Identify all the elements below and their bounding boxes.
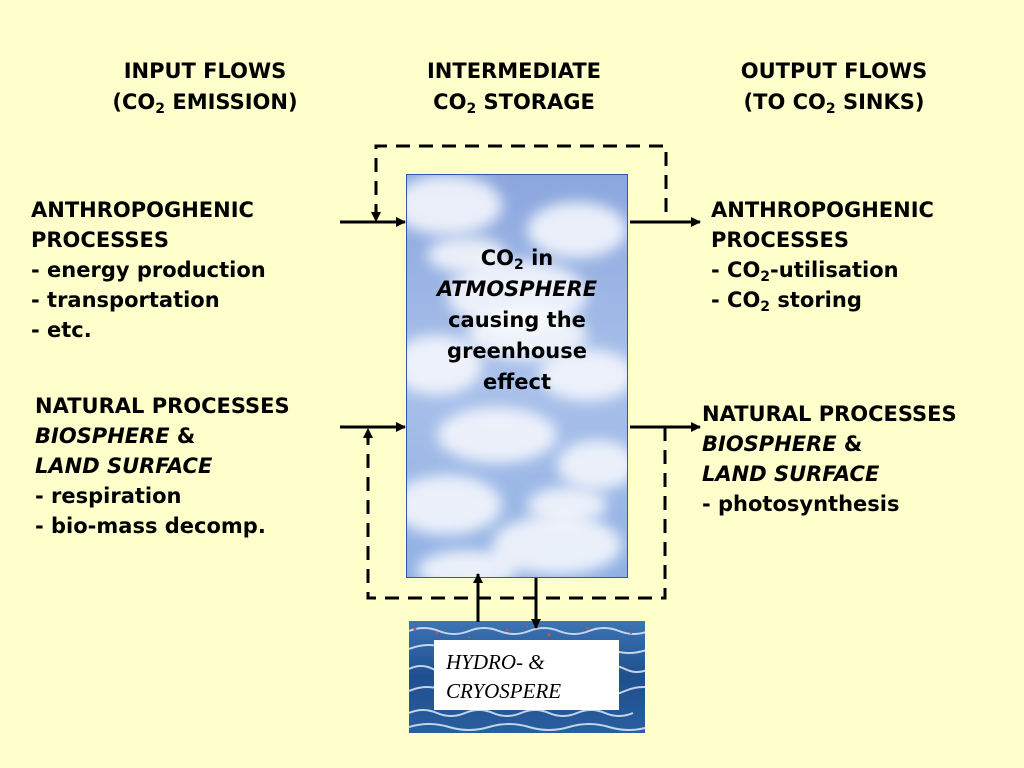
- atmosphere-box: CO2 in ATMOSPHERE causing the greenhouse…: [406, 174, 628, 578]
- input-natural-title: NATURAL PROCESSES: [35, 394, 290, 418]
- atmosphere-co2-line: CO2 in: [480, 246, 554, 273]
- output-natural-land-surface: LAND SURFACE: [702, 462, 880, 486]
- atmosphere-line3: causing the: [448, 308, 586, 332]
- atmosphere-line5: effect: [483, 370, 551, 394]
- output-natural-title: NATURAL PROCESSES: [702, 402, 957, 426]
- header-output-line1: OUTPUT FLOWS: [740, 59, 928, 83]
- output-natural-item: - photosynthesis: [702, 492, 900, 516]
- input-anthro-item: - transportation: [31, 288, 220, 312]
- header-intermediate-storage: INTERMEDIATE CO2 STORAGE: [389, 56, 639, 118]
- output-natural-block: NATURAL PROCESSES BIOSPHERE & LAND SURFA…: [702, 399, 957, 519]
- hydrosphere-label-box: HYDRO- & CRYOSPERE: [434, 640, 619, 710]
- output-natural-biosphere: BIOSPHERE &: [702, 432, 863, 456]
- header-output-line2: (TO CO2 SINKS): [743, 90, 925, 117]
- input-natural-land-surface: LAND SURFACE: [35, 454, 213, 478]
- header-input-line1: INPUT FLOWS: [123, 59, 287, 83]
- hydrosphere-line1: HYDRO- &: [446, 650, 545, 674]
- input-anthro-item: - etc.: [31, 318, 92, 342]
- output-anthro-subtitle: PROCESSES: [711, 228, 849, 252]
- header-input-flows: INPUT FLOWS (CO2 EMISSION): [80, 56, 330, 118]
- output-anthro-title: ANTHROPOGHENIC: [711, 198, 934, 222]
- input-natural-block: NATURAL PROCESSES BIOSPHERE & LAND SURFA…: [35, 391, 290, 541]
- output-anthro-item: - CO2-utilisation: [711, 258, 899, 285]
- header-intermediate-line2: CO2 STORAGE: [433, 90, 595, 117]
- hydrosphere-line2: CRYOSPERE: [446, 679, 562, 703]
- dashed-loop-top-arrowhead: [371, 212, 381, 222]
- sky-cloud-image: [407, 175, 627, 577]
- dashed-loop-bottom: [366, 427, 667, 600]
- input-natural-item: - respiration: [35, 484, 182, 508]
- atmosphere-line4: greenhouse: [447, 339, 587, 363]
- output-anthro-item: - CO2 storing: [711, 288, 862, 315]
- input-anthro-subtitle: PROCESSES: [31, 228, 169, 252]
- input-anthro-title: ANTHROPOGHENIC: [31, 198, 254, 222]
- hydrosphere-label: HYDRO- & CRYOSPERE: [446, 648, 561, 706]
- input-anthro-item: - energy production: [31, 258, 266, 282]
- input-natural-biosphere: BIOSPHERE &: [35, 424, 196, 448]
- header-output-flows: OUTPUT FLOWS (TO CO2 SINKS): [709, 56, 959, 118]
- output-anthropogenic-block: ANTHROPOGHENIC PROCESSES - CO2-utilisati…: [711, 195, 934, 315]
- header-input-line2: (CO2 EMISSION): [112, 90, 298, 117]
- input-anthropogenic-block: ANTHROPOGHENIC PROCESSES - energy produc…: [31, 195, 266, 345]
- dashed-loop-top: [374, 144, 668, 222]
- header-intermediate-line1: INTERMEDIATE: [426, 59, 601, 83]
- dashed-loop-bottom-arrowhead: [363, 428, 373, 438]
- input-natural-item: - bio-mass decomp.: [35, 514, 266, 538]
- atmosphere-label: CO2 in ATMOSPHERE causing the greenhouse…: [407, 243, 627, 398]
- atmosphere-name: ATMOSPHERE: [436, 277, 598, 301]
